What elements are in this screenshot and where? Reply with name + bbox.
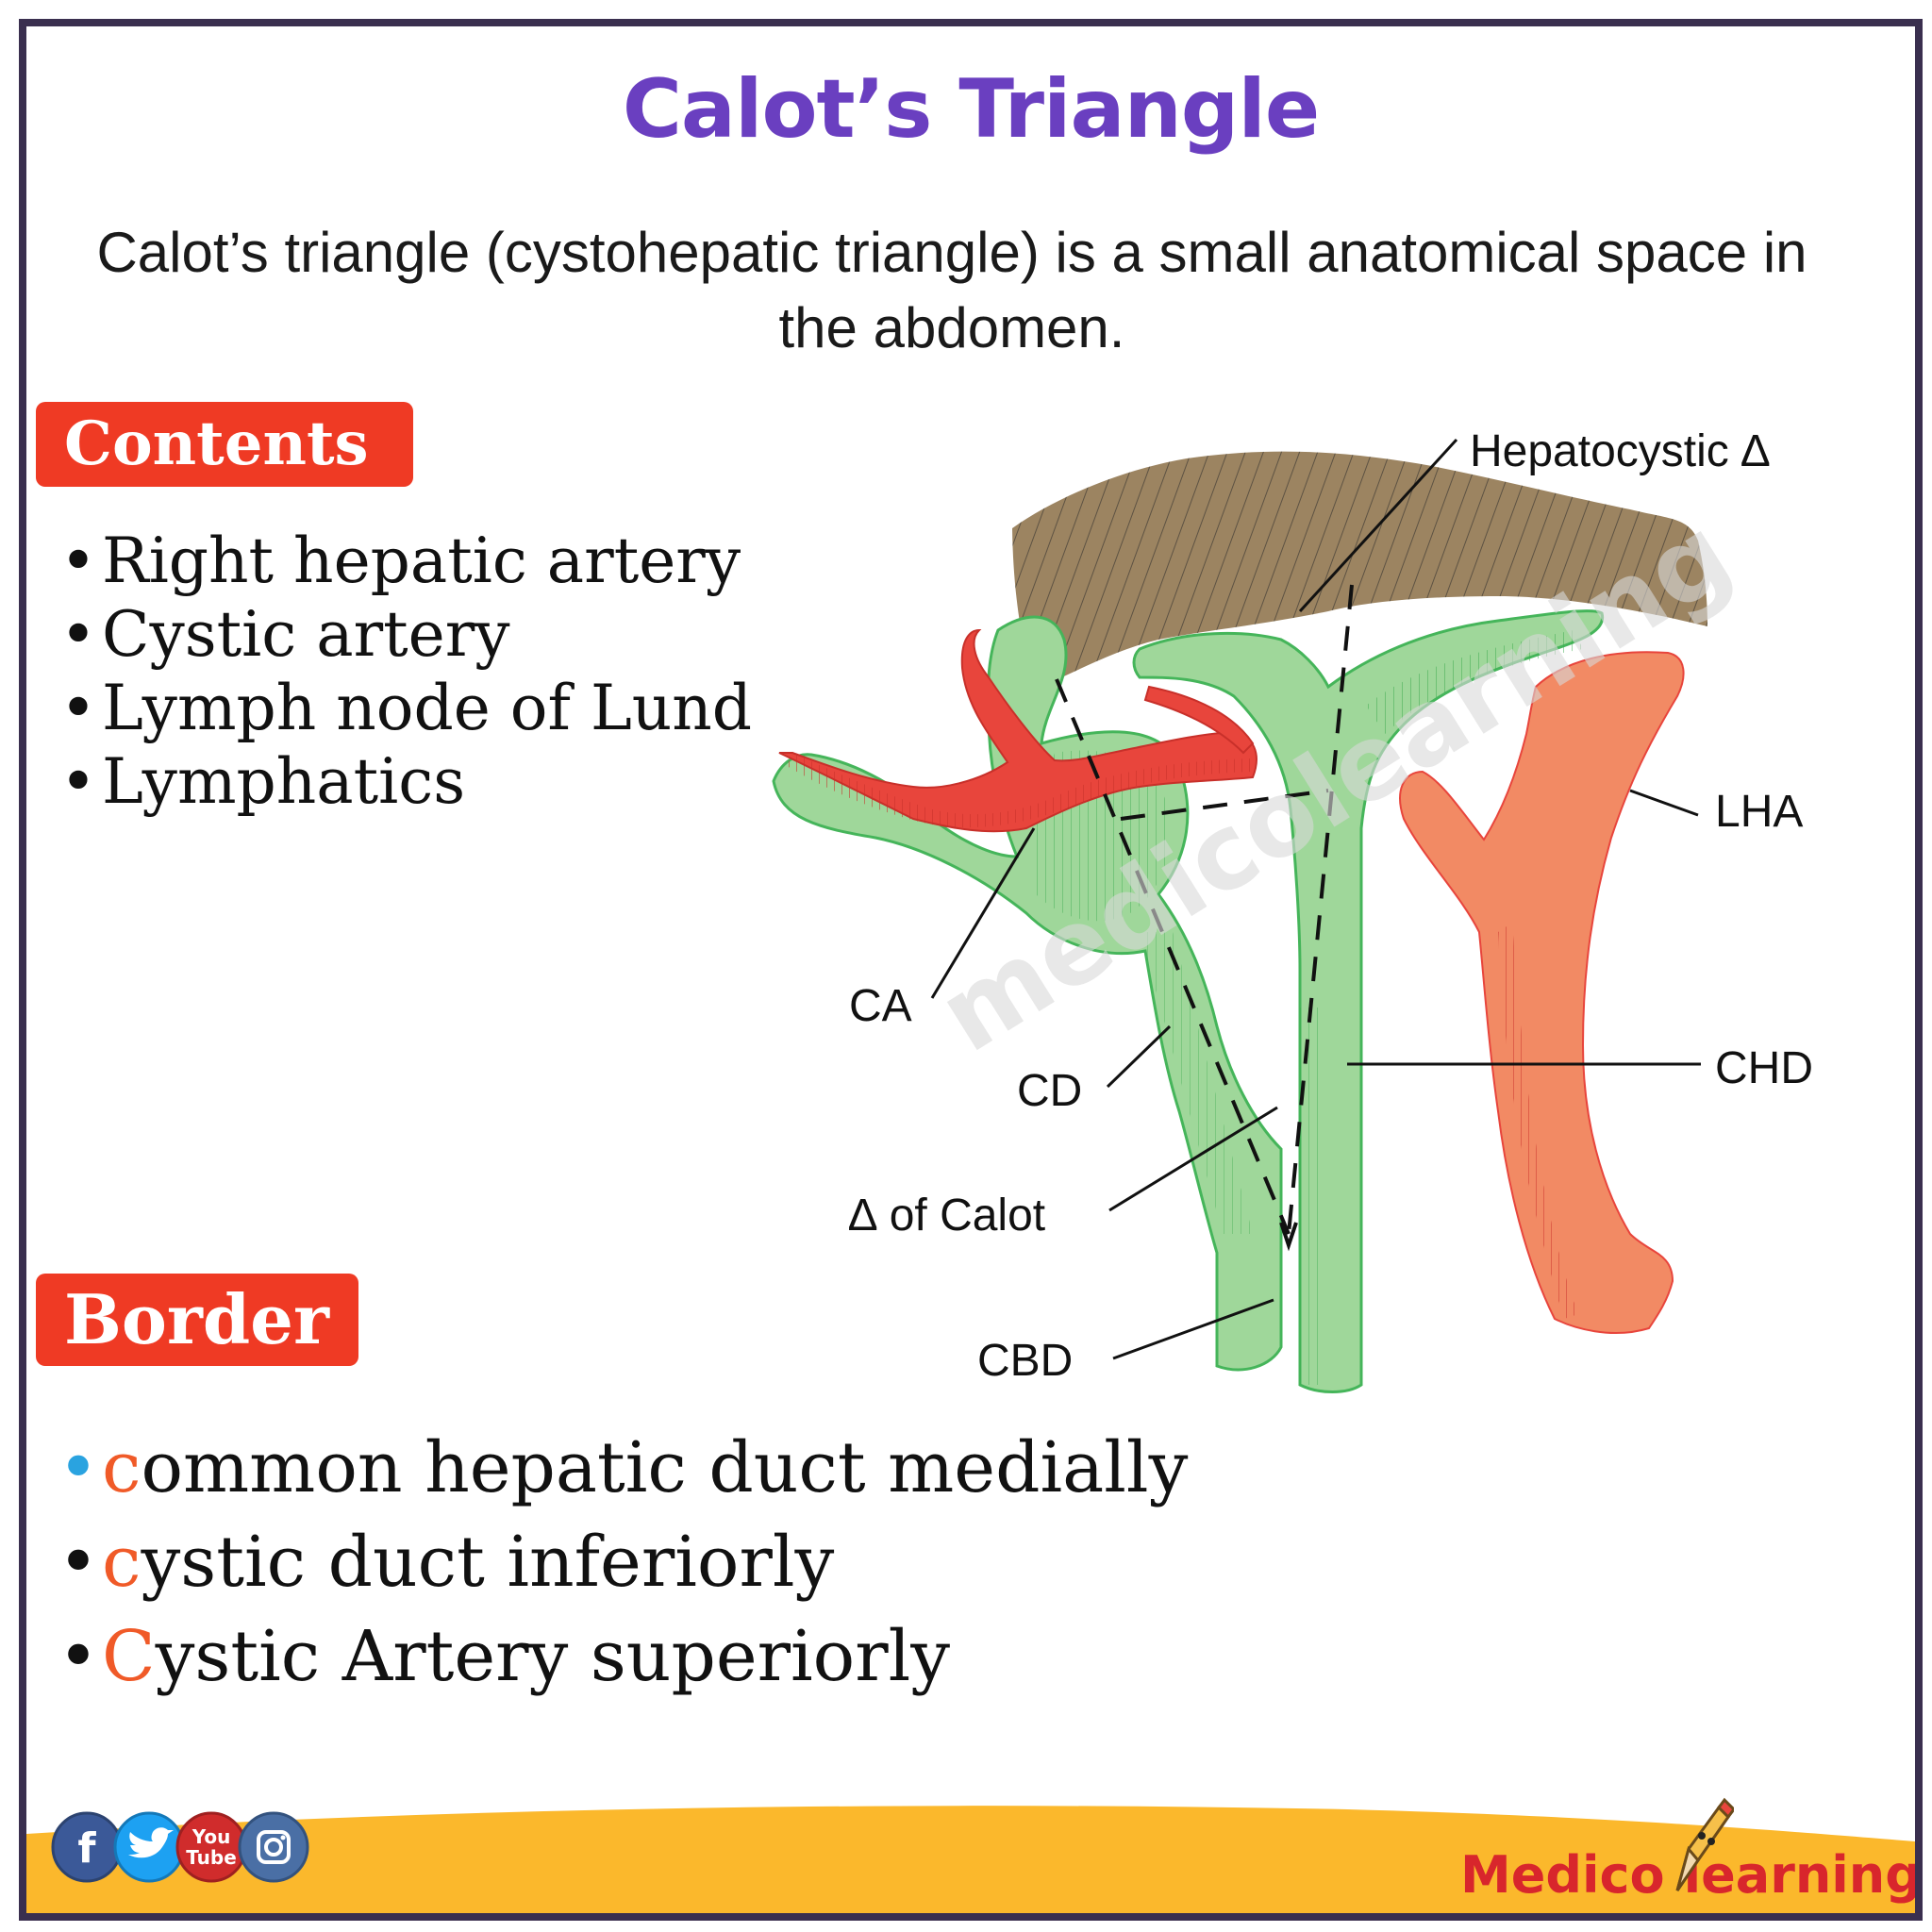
youtube-icon[interactable]: You Tube xyxy=(175,1811,247,1883)
list-item: •Cystic artery xyxy=(55,598,752,672)
label-ca: CA xyxy=(849,981,912,1031)
label-lha: LHA xyxy=(1715,787,1803,837)
common-hepatic-duct-shape xyxy=(1132,609,1605,1393)
label-cbd: CBD xyxy=(977,1336,1073,1386)
pencil-icon xyxy=(1675,1797,1734,1891)
page-title: Calot’s Triangle xyxy=(622,62,1320,157)
bullet-icon: • xyxy=(59,525,97,597)
bullet-icon: • xyxy=(59,672,97,744)
label-calot: ∆ of Calot xyxy=(849,1191,1045,1241)
facebook-icon[interactable]: f xyxy=(51,1811,123,1883)
list-item: •Lymph node of Lund xyxy=(55,672,753,745)
contents-heading: Contents xyxy=(36,402,413,487)
calot-diagram: medicolearning Hepatocystic ∆ LHA CA CHD… xyxy=(772,426,1813,1393)
twitter-icon[interactable] xyxy=(113,1811,185,1883)
bullet-icon: • xyxy=(58,1616,99,1697)
label-cd: CD xyxy=(1017,1066,1082,1116)
bullet-icon: • xyxy=(58,1522,99,1603)
list-item: •common hepatic duct medially xyxy=(55,1421,1188,1515)
cystic-artery-shape xyxy=(778,628,1257,833)
triangle-dashes xyxy=(1055,584,1354,1235)
list-item: •Lymphatics xyxy=(55,745,752,819)
svg-text:f: f xyxy=(77,1824,96,1873)
list-item: •cystic duct inferiorly xyxy=(55,1515,1188,1609)
hepatic-artery-shape xyxy=(1399,651,1685,1334)
poster-frame: Calot’s Triangle Calot’s triangle (cysto… xyxy=(19,19,1923,1921)
bullet-icon: • xyxy=(59,598,97,671)
intro-text: Calot’s triangle (cystohepatic triangle)… xyxy=(96,221,1807,359)
border-heading: Border xyxy=(36,1274,358,1366)
border-list: •common hepatic duct medially •cystic du… xyxy=(55,1421,1188,1704)
leader-lines xyxy=(930,438,1701,1360)
list-item: •Right hepatic artery xyxy=(55,525,752,598)
social-icons: f You Tube xyxy=(51,1811,309,1883)
footer-wave xyxy=(26,1806,1915,1913)
liver-shape xyxy=(1012,451,1707,689)
list-item: •Cystic Artery superiorly xyxy=(55,1609,1188,1704)
contents-list: •Right hepatic artery •Cystic artery •Ly… xyxy=(55,525,753,819)
triangle-arrow xyxy=(1279,1222,1298,1252)
instagram-icon[interactable] xyxy=(238,1811,309,1883)
label-hepatocystic: Hepatocystic ∆ xyxy=(1470,426,1770,476)
svg-text:Tube: Tube xyxy=(186,1846,237,1869)
svg-text:You: You xyxy=(192,1825,231,1848)
label-chd: CHD xyxy=(1715,1043,1813,1093)
bullet-icon: • xyxy=(59,745,97,818)
bullet-icon: • xyxy=(58,1427,99,1508)
